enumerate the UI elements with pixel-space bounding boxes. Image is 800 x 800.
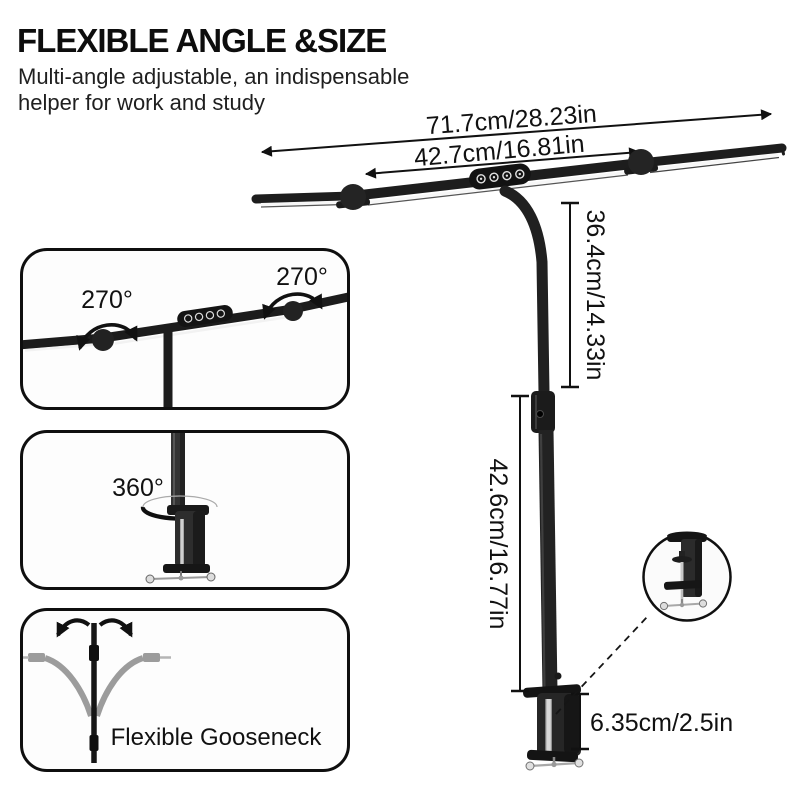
bend-right-arrow-icon (98, 618, 133, 638)
bend-left-arrow-icon (56, 618, 91, 638)
clamp-body-shade (564, 694, 580, 754)
desk-clamp (522, 684, 584, 771)
gooseneck-label: Flexible Gooseneck (111, 724, 323, 751)
lamp-pole (499, 185, 562, 693)
left-hinge-icon (340, 184, 366, 210)
clamp-bottom-plate (526, 749, 579, 763)
control-panel-body (469, 163, 531, 190)
page-title: FLEXIBLE ANGLE &SIZE (17, 22, 387, 59)
gooseneck-inset: Flexible Gooseneck (20, 608, 350, 772)
inset-pole-shade (180, 433, 185, 515)
base-angle-label: 360° (112, 474, 164, 502)
upper-height-label: 36.4cm/14.33in (581, 210, 609, 381)
bent-gooseneck-ghosts (23, 653, 171, 717)
inset-control-panel (177, 305, 233, 327)
clamp-height-dimension: 6.35cm/2.5in (571, 692, 733, 751)
inset-clamp (145, 505, 216, 584)
page-subtitle: Multi-angle adjustable, an indispensable… (18, 64, 410, 115)
clamp-height-label: 6.35cm/2.5in (590, 709, 733, 737)
right-rotation-arrow-icon (262, 292, 323, 320)
lamp-right-wing (636, 143, 787, 168)
inset-center-strip (114, 316, 286, 345)
center-strip-rim (367, 174, 629, 206)
lower-pole (538, 429, 558, 693)
pole-height-label: 42.6cm/16.77in (484, 459, 512, 630)
right-hinge-icon (628, 149, 654, 175)
gooseneck (499, 185, 550, 398)
right-strip-rim (649, 156, 780, 174)
connector-hole-icon (536, 410, 544, 418)
pole-highlight (539, 433, 546, 691)
inner-width-arrow (364, 147, 641, 179)
lamp-head-bar (251, 143, 787, 210)
control-panel (469, 163, 531, 190)
left-light-strip (260, 200, 345, 206)
right-wing-endcap (780, 145, 785, 156)
clamp-callout-dashed-line (555, 616, 648, 715)
head-rotation-inset: 270° 270° (20, 248, 350, 410)
center-light-strip (367, 171, 629, 204)
pole-knob-icon (554, 672, 562, 680)
left-rotation-arrow-icon (76, 323, 138, 351)
rotation-ellipse-back (142, 495, 218, 508)
inset-left-hinge-icon (92, 329, 114, 351)
upright-gooseneck (89, 623, 99, 763)
left-strip-rim (260, 203, 345, 208)
inset-right-hinge-icon (283, 301, 303, 321)
clamp-detail-drawing (659, 531, 708, 611)
upper-height-dimension: 36.4cm/14.33in (561, 201, 609, 389)
right-angle-label: 270° (276, 263, 328, 291)
control-buttons-icon (476, 169, 525, 184)
clamp-detail-inset (642, 531, 732, 622)
total-width-arrow (260, 109, 773, 157)
right-light-strip (649, 153, 779, 172)
pole-height-dimension: 42.6cm/16.77in (484, 394, 529, 693)
base-rotation-inset: 360° (20, 430, 350, 590)
clamp-t-handle-icon (525, 757, 584, 771)
lamp-left-wing (251, 191, 357, 204)
left-angle-label: 270° (81, 286, 133, 314)
